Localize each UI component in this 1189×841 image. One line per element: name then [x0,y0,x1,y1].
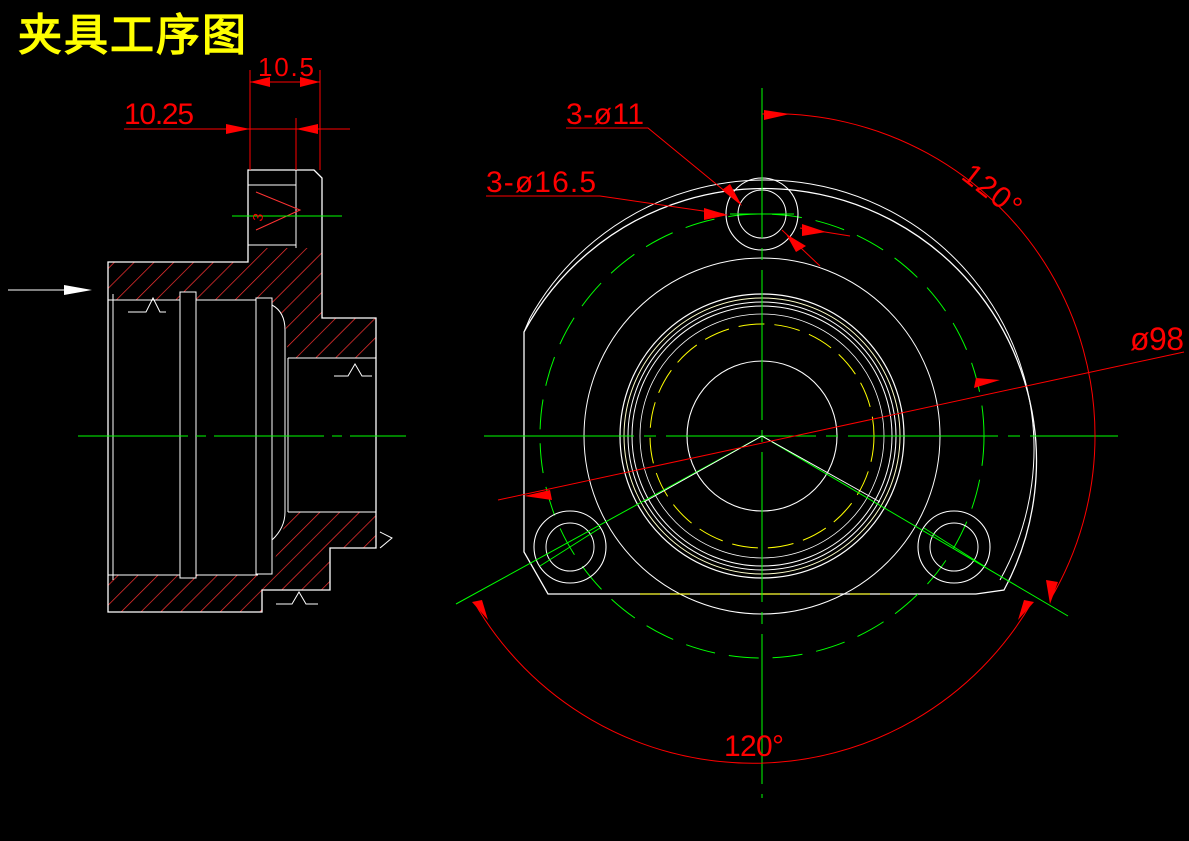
dimension-angle-bottom: 120° [472,600,1034,764]
dimension-angle-top-label: 120° [956,158,1028,225]
groove-1 [179,291,197,579]
dimension-small-hole-label: 3-ø11 [566,98,644,131]
dimension-offset-label: 10.25 [124,98,194,131]
front-view: 3-ø11 3-ø16.5 ø98 120° 12 [455,88,1185,798]
roughness-mark-1 [128,296,166,313]
dimension-width-label: 10.5 [258,52,314,82]
svg-text:3: 3 [249,212,266,223]
bolt-hole-left [533,510,607,584]
section-view: 3 10.25 [8,52,406,613]
roughness-mark-2 [334,363,372,377]
bolt-hole-right [917,510,991,584]
dimension-angle-bottom-label: 120° [724,730,784,763]
dimension-offset: 10.25 [124,70,350,170]
dimension-counterbore-label: 3-ø16.5 [486,166,596,199]
flange-outline [523,187,1038,595]
section-hatch-bottom [108,512,376,612]
roughness-mark-4 [379,531,393,549]
dimension-small-hole: 3-ø11 [566,98,821,267]
drawing-title: 夹具工序图 [18,10,248,61]
dimension-width: 10.5 [250,52,321,170]
section-outline [107,169,377,613]
section-hatch-top [108,248,376,358]
dimension-diameter: ø98 [497,321,1185,501]
dimension-diameter-label: ø98 [1130,321,1184,357]
dimension-counterbore: 3-ø16.5 [486,166,851,237]
roughness-mark-3 [276,591,318,605]
